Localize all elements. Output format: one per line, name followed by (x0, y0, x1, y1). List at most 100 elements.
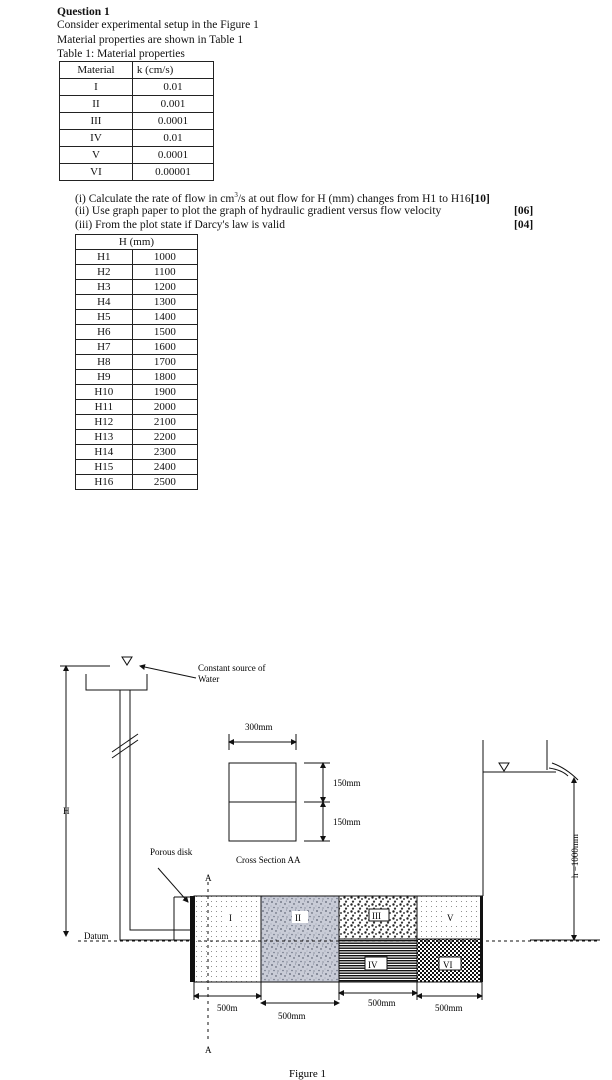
h-value-cell: 1900 (132, 384, 198, 400)
dim-300-label: 300mm (245, 722, 273, 732)
section-A-top: A (205, 873, 212, 883)
h-value-cell: 1600 (132, 339, 198, 355)
h-name-cell: H5 (75, 309, 133, 325)
task-1-marks: [10] (470, 192, 490, 205)
dim-150-top-label: 150mm (333, 778, 361, 788)
h-name-cell: H9 (75, 369, 133, 385)
material-IV-label: IV (368, 960, 378, 970)
material-II-region (260, 895, 340, 983)
h-value-cell: 2300 (132, 444, 198, 460)
h-value-cell: 1700 (132, 354, 198, 370)
h-value-cell: 1200 (132, 279, 198, 295)
section-A-bottom: A (205, 1045, 212, 1055)
h-value-cell: 1800 (132, 369, 198, 385)
label-bg-V (443, 911, 459, 923)
h-name-cell: H14 (75, 444, 133, 460)
figure-caption: Figure 1 (289, 1068, 326, 1080)
question-title: Question 1 (57, 6, 110, 18)
water-level-symbol (121, 656, 133, 666)
outlet-screen (480, 896, 483, 982)
cross-section-label: Cross Section AA (236, 855, 301, 865)
h-row: H1 1000 (75, 249, 198, 265)
h-value-cell: 2200 (132, 429, 198, 445)
h-name-cell: H16 (75, 474, 133, 490)
material-k-cell: 0.01 (131, 129, 215, 147)
h-table-header: H (mm) (75, 234, 198, 250)
h-name-cell: H13 (75, 429, 133, 445)
H-label: H (63, 806, 70, 816)
material-VI-label: VI (443, 960, 453, 970)
h-value-cell: 1300 (132, 294, 198, 310)
h-value-cell: 1400 (132, 309, 198, 325)
intro-line-2: Material properties are shown in Table 1 (57, 34, 244, 46)
pipe-break-mark-2 (111, 739, 139, 759)
material-III-label: III (372, 911, 381, 921)
material-III-region (338, 895, 418, 940)
table-header-material: Material (59, 61, 133, 79)
task-3: (iii) From the plot state if Darcy's law… (75, 219, 285, 231)
h-name-cell: H3 (75, 279, 133, 295)
dim-500mm-label-c: 500mm (435, 1003, 463, 1013)
h-name-cell: H15 (75, 459, 133, 475)
h-value-cell: 1000 (153, 251, 176, 263)
constant-source-leader (139, 664, 197, 679)
porous-disk (190, 896, 195, 982)
source-tank (85, 674, 148, 691)
material-k-cell: 0.0001 (131, 112, 215, 130)
h-name-cell: H2 (75, 264, 133, 280)
h-value-cell: 2500 (132, 474, 198, 490)
h-value-cell: 2400 (132, 459, 198, 475)
constant-source-label-2: Water (198, 674, 219, 684)
material-II-label: II (295, 913, 301, 923)
material-I-label: I (229, 913, 232, 923)
porous-disk-leader (157, 867, 189, 903)
outlet-spout-1 (548, 767, 569, 777)
h-value-cell: 1500 (132, 324, 198, 340)
material-V-label: V (447, 913, 454, 923)
task-1: (i) Calculate the rate of flow in cm3/s … (75, 191, 490, 205)
dim-500mm-label-b: 500mm (368, 998, 396, 1008)
datum-label: Datum (84, 931, 109, 941)
h-name-cell: H6 (75, 324, 133, 340)
inflow-connection (119, 896, 194, 941)
material-I-region (193, 895, 262, 983)
constant-source-label-1: Constant source of (198, 663, 266, 673)
h-name-cell: H12 (75, 414, 133, 430)
task-2-marks: [06] (514, 205, 534, 217)
h-name-cell: H7 (75, 339, 133, 355)
porous-disk-label: Porous disk (150, 847, 193, 857)
h-name-cell: H4 (75, 294, 133, 310)
h-name-cell: H8 (75, 354, 133, 370)
dim-500mm-label-a: 500mm (278, 1011, 306, 1021)
h-name-cell: H1 (75, 249, 133, 265)
h-dimension-label: h =1000mm (570, 834, 580, 878)
h-name-cell: H11 (75, 399, 133, 415)
h-value-cell: 2000 (132, 399, 198, 415)
material-k-cell: 0.00001 (131, 163, 215, 181)
h-value-cell: 2100 (132, 414, 198, 430)
task-3-marks: [04] (514, 219, 534, 231)
label-bg-II (292, 911, 308, 923)
intro-line-1: Consider experimental setup in the Figur… (57, 19, 259, 31)
dim-150-bottom-label: 150mm (333, 817, 361, 827)
pipe-break-mark-1 (111, 733, 139, 753)
